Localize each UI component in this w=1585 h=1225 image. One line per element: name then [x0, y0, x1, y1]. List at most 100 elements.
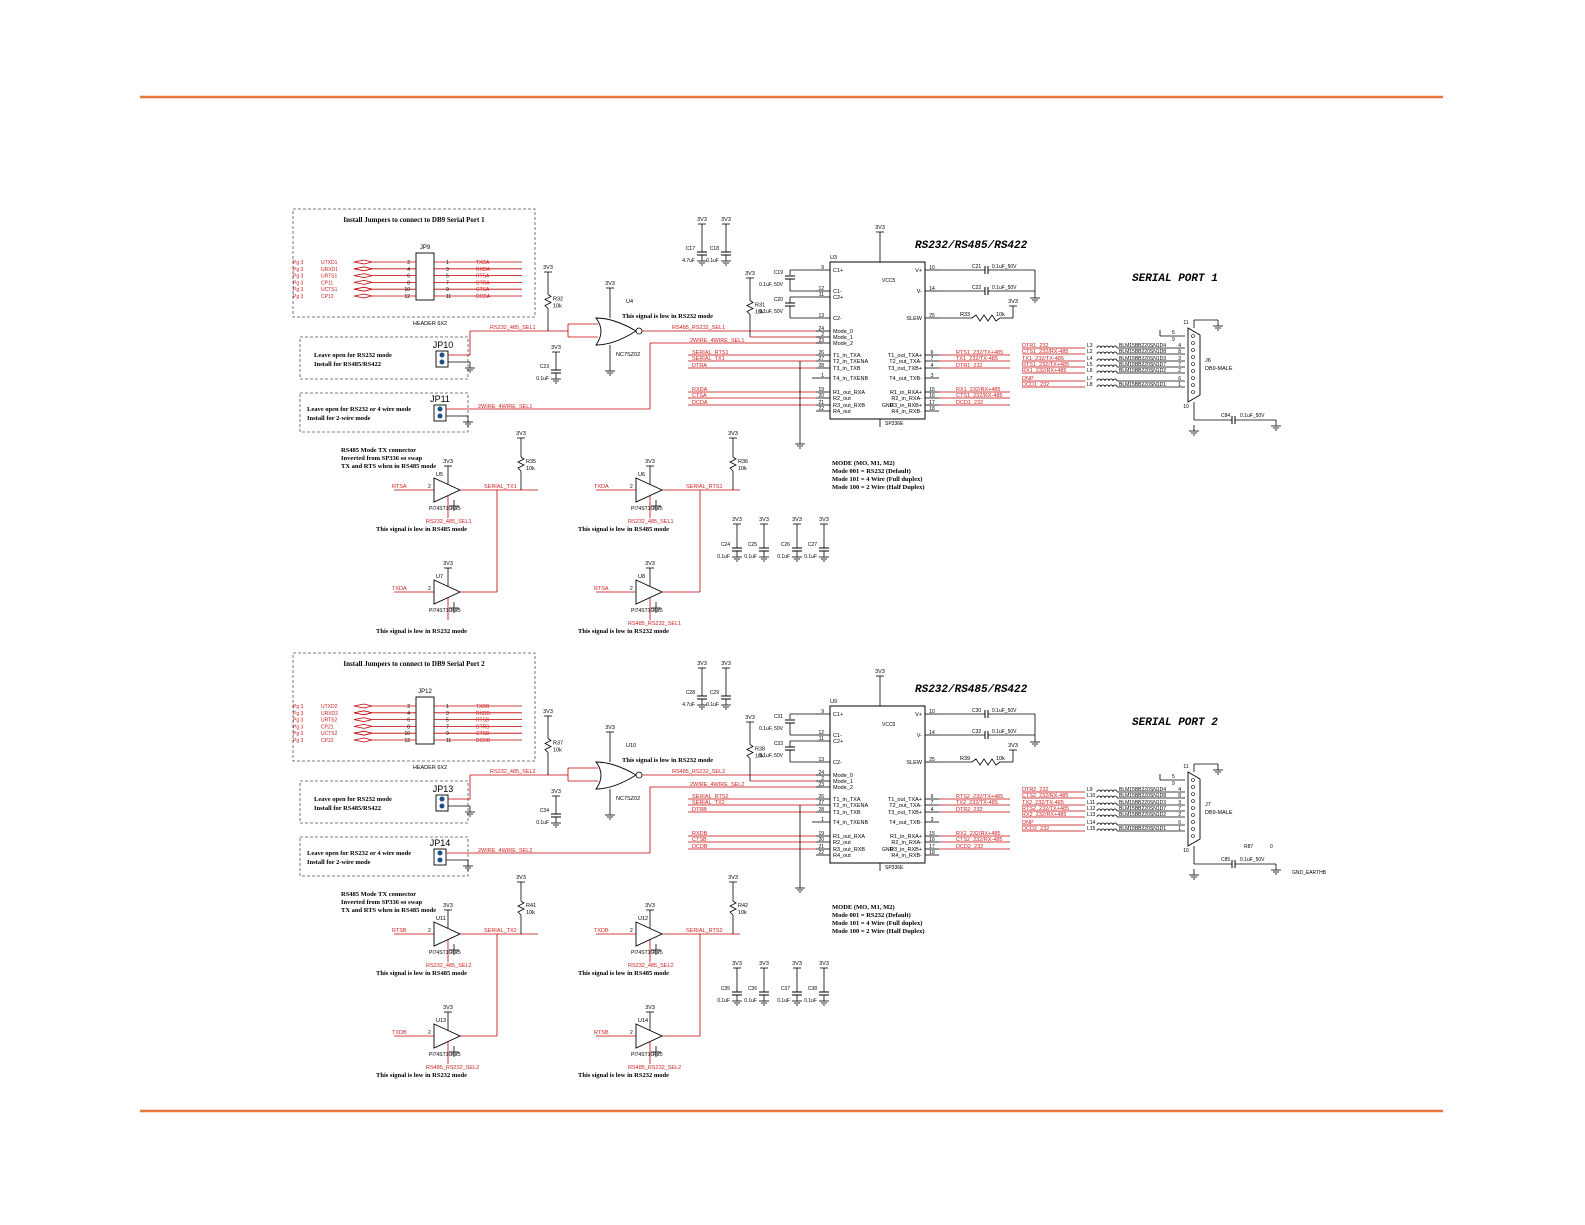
mode-note-line: Mode 100 = 2 Wire (Half Duplex) — [832, 484, 925, 491]
db9-pin-dot — [1191, 827, 1195, 831]
resistor-value: 10k — [553, 304, 562, 310]
db9-pin: 3 — [1178, 356, 1181, 362]
capacitor-ref: C28 — [686, 690, 695, 696]
capacitor-value: 0.1uF_50V — [992, 729, 1017, 735]
resistor-ref: R41 — [526, 903, 536, 909]
header-left-signal: UCTS2 — [321, 731, 338, 737]
ic-input-net: DCDA — [692, 400, 708, 406]
jumper-a-line2: Install for RS485/RS422 — [314, 361, 381, 368]
header-right-signal: CTSB — [476, 731, 490, 737]
mode-note-line: Mode 100 = 2 Wire (Half Duplex) — [832, 928, 925, 935]
ic-pin-number: 4 — [931, 363, 934, 369]
capacitor-ref: C25 — [748, 542, 757, 548]
db9-pin-dot — [1191, 799, 1195, 803]
ic-pin-number: 21 — [818, 844, 824, 850]
ic-input-net: DCDB — [692, 844, 708, 850]
ic-pin-name: R1_in_RXA+ — [890, 390, 922, 396]
header-right-signal: TXDB — [476, 704, 490, 710]
resistor-body — [729, 456, 737, 472]
section-title: RS232/RS485/RS422 — [915, 684, 1028, 696]
buffer-output-net: SERIAL_TX1 — [484, 484, 517, 490]
resistor-ref: R35 — [526, 459, 536, 465]
power-rail-label: 3V3 — [543, 265, 553, 271]
page-ref: Pg 3 — [293, 738, 304, 744]
ic-pin-number: 13 — [818, 757, 824, 763]
slew-resistor — [971, 758, 1001, 766]
ic-pin-name: R4_out — [833, 853, 851, 859]
ic-output-net: RTS2_232/TX+485 — [956, 794, 1003, 800]
power-rail-label: 3V3 — [697, 217, 707, 223]
ic-pin-number: 26 — [818, 794, 824, 800]
ferrite-part: BLM15BB220SN1D2 — [1119, 368, 1166, 374]
ic-pin-number: 20 — [818, 837, 824, 843]
jumper-header-box — [292, 652, 536, 762]
db9-ref: J6 — [1205, 358, 1211, 364]
ic-pin-name: SLEW — [906, 316, 922, 322]
capacitor-ref: C84 — [1221, 413, 1230, 419]
db9-pin-dot — [1191, 362, 1195, 366]
rs485-note-line: Inverted from SP336 so swap — [341, 899, 423, 906]
ic-pin-number: 25 — [929, 757, 935, 763]
ferrite-ref: L2 — [1087, 349, 1093, 355]
capacitor-value: 0.1uF — [717, 554, 730, 560]
ic-pin-name: V+ — [915, 712, 922, 718]
db9-pin-dot — [1191, 348, 1195, 352]
capacitor-ref: C35 — [721, 986, 730, 992]
buffer-part: PI74ST1G125 — [429, 506, 461, 512]
power-rail-label: 3V3 — [875, 669, 885, 675]
buffer-ref: U8 — [638, 574, 645, 580]
ic-pin-number: 27 — [818, 356, 824, 362]
buffer-note: This signal is low in RS232 mode — [376, 1072, 467, 1079]
db9-shield-pin: 10 — [1183, 404, 1189, 410]
jumper-b-line1: Leave open for RS232 or 4 wire mode — [307, 406, 411, 413]
header-right-signal: RTSA — [476, 274, 490, 280]
header-right-signal: TXDA — [476, 260, 490, 266]
ferrite-ref: L13 — [1087, 812, 1096, 818]
header-pin: 2 — [407, 704, 410, 710]
jumper-b-body — [433, 848, 447, 866]
buffer-note: This signal is low in RS232 mode — [578, 1072, 669, 1079]
resistor-value: 10k — [738, 910, 747, 916]
pin: 2 — [630, 928, 633, 934]
header-right-signal: CTSA — [476, 287, 490, 293]
header-pin: 3 — [446, 267, 449, 273]
buffer-input-net: TXDB — [594, 928, 609, 934]
tristate-buffer — [433, 579, 462, 605]
resistor-body — [517, 900, 525, 916]
ic-pin-name: C2- — [833, 760, 842, 766]
ic-pin-name: R4_in_RXB- — [891, 853, 922, 859]
db9-pin-dot — [1191, 355, 1195, 359]
capacitor-value: 0.1uF_50V — [1240, 413, 1265, 419]
ferrite-ref: L14 — [1087, 820, 1096, 826]
power-rail-label: 3V3 — [1008, 299, 1018, 305]
ic-pin-name: T2_out_TXA- — [889, 359, 922, 365]
capacitor-ref: C36 — [748, 986, 757, 992]
offpage-connector — [353, 273, 373, 279]
header-ref: JP9 — [420, 245, 431, 251]
resistor-body — [544, 294, 552, 309]
ferrite-bead — [1096, 384, 1118, 388]
ic-pin-name: T1_in_TXA — [833, 797, 861, 803]
header-pin: 4 — [407, 267, 410, 273]
tristate-buffer — [635, 477, 664, 503]
db9-pin: 2 — [1178, 812, 1181, 818]
resistor-ref: R36 — [738, 459, 748, 465]
capacitor-value: 0.1uF, 50V — [759, 726, 784, 732]
ic-pin-number: 3 — [931, 817, 934, 823]
ic-pin-number: 17 — [929, 400, 935, 406]
ic-pin-number: 15 — [929, 387, 935, 393]
ic-output-net: CTS2_232/RX-485 — [956, 837, 1002, 843]
jumper-a-line2: Install for RS485/RS422 — [314, 805, 381, 812]
buffer-ref: U14 — [638, 1018, 648, 1024]
resistor-body — [746, 300, 754, 315]
ic-pin-name: T3_in_TXB — [833, 810, 861, 816]
ic-input-net: SERIAL_RTS2 — [692, 794, 729, 800]
tristate-buffer — [433, 477, 462, 503]
connector-net: DNP — [1022, 820, 1034, 826]
capacitor-value: 0.1uF, 50V — [759, 282, 784, 288]
ic-part: SP336E — [885, 421, 904, 427]
offpage-connector — [353, 710, 373, 716]
buffer-oe-net: RS232_485_SEL2 — [628, 963, 674, 969]
page-ref: Pg 3 — [293, 724, 304, 730]
buffer-part: PI74ST1G125 — [631, 950, 663, 956]
